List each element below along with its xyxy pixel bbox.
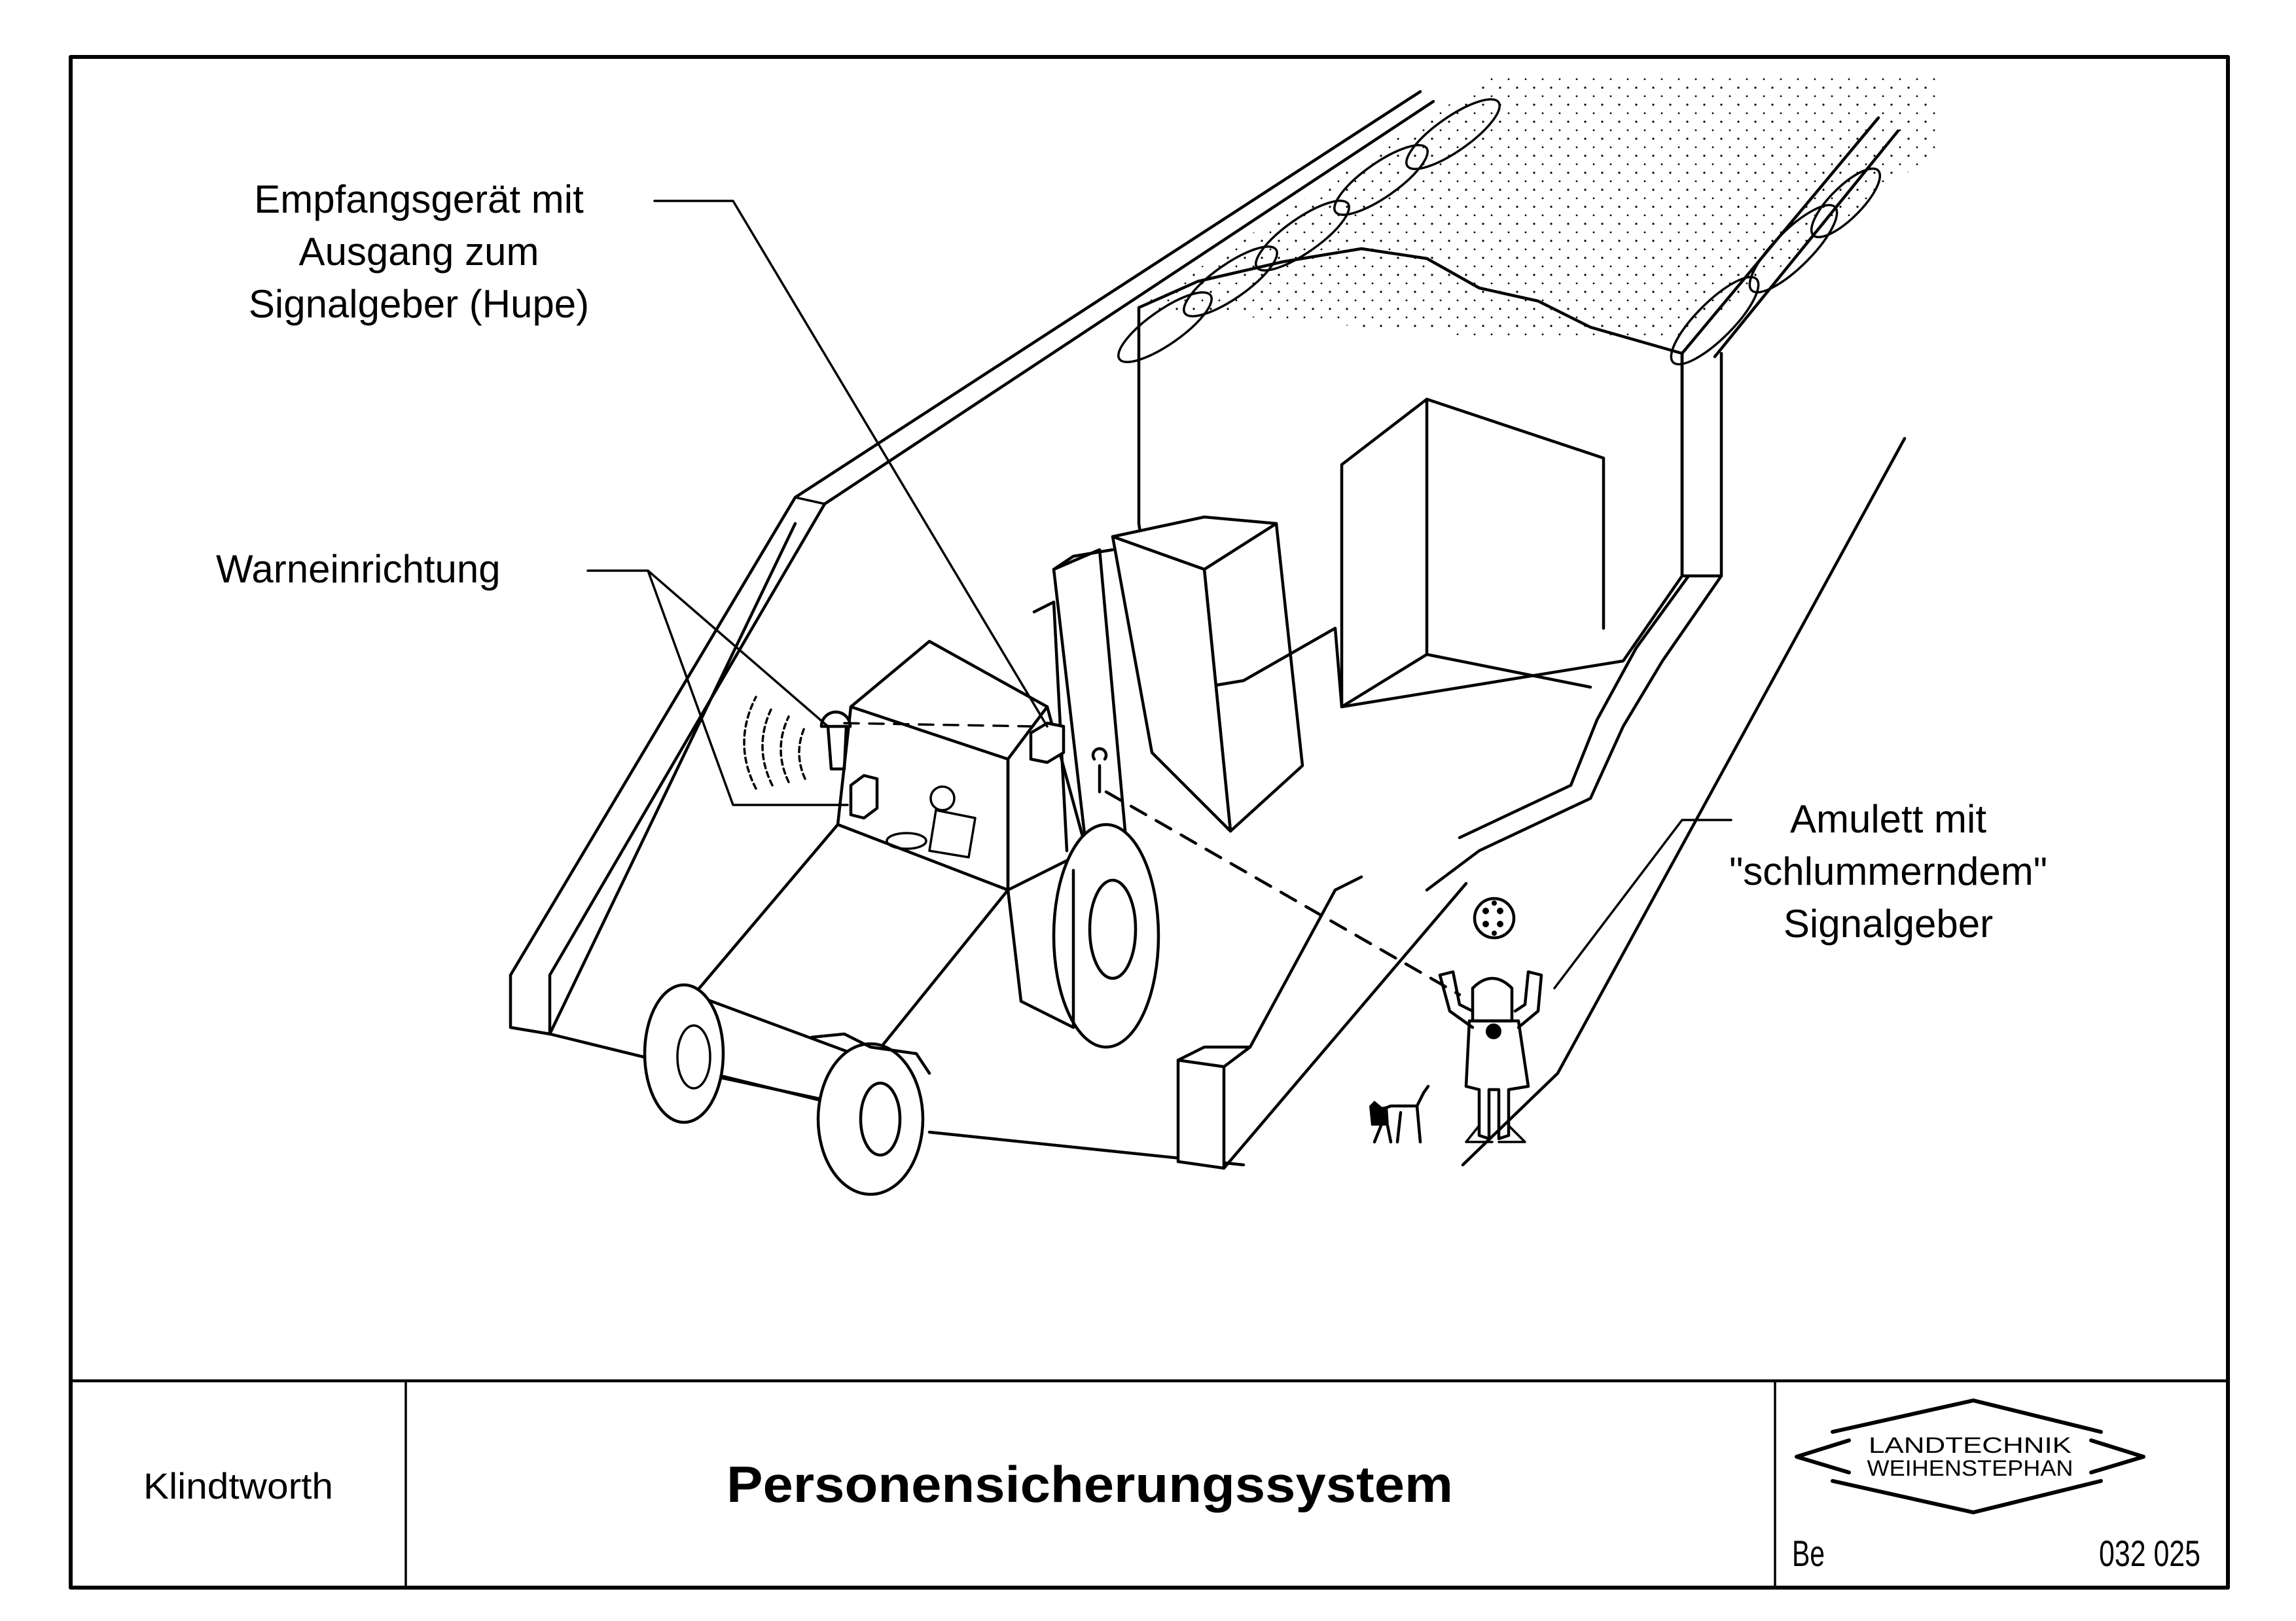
tractor [643,515,1462,1196]
callout-amulet-line-1: Amulett mit [1790,797,1986,841]
callout-amulet: Amulett mit "schlummerndem" Signalgeber [1553,797,2047,989]
leader-line-receiver [653,200,1049,728]
callout-receiver-line-3: Signalgeber (Hupe) [249,282,589,326]
silage-face [1137,247,1684,709]
drawing-title: Personensicherungssystem [726,1455,1453,1513]
drawing-number: 032 025 [2099,1533,2200,1574]
logo-line-2: WEIHENSTEPHAN [1867,1456,2073,1481]
engine-hood [692,823,1010,1062]
drawer-code: Be [1792,1533,1825,1574]
cat [1369,1084,1430,1144]
person-with-amulet [1438,970,1543,1143]
antenna [1091,747,1108,794]
front-wheel-right [816,1042,925,1196]
silage-surface [1139,72,1937,340]
right-curb [1176,875,1468,1170]
receiver-box-left [849,774,879,820]
signal-dashed-line [1104,790,1462,997]
title-block: Klindtworth Personensicherungssystem LAN… [69,1379,2230,1589]
author-name: Klindtworth [143,1465,333,1506]
leader-line-amulet [1553,819,1732,989]
driver [886,785,977,859]
callout-amulet-line-2: "schlummerndem" [1729,849,2047,893]
front-wheel-left [643,983,725,1124]
receiver-box-right [1029,721,1066,764]
callout-warning-label: Warneinrichtung [216,547,501,591]
silage-cut-block [1340,397,1605,709]
sound-waves [743,696,806,790]
left-silo-wall [509,90,1501,1036]
callout-receiver-line-2: Ausgang zum [299,230,539,274]
amulet-enlarged-icon [1473,897,1516,940]
amulet [1486,1024,1501,1039]
callout-receiver-line-1: Empfangsgerät mit [254,177,584,221]
illustration [509,72,1937,1196]
drawing-frame [69,55,2230,1590]
warning-beacon [819,710,852,771]
cabin [849,639,1049,761]
callout-amulet-line-3: Signalgeber [1784,902,1993,946]
landtechnik-logo: LANDTECHNIK WEIHENSTEPHAN [1795,1398,2145,1514]
rear-wheel [1052,823,1160,1049]
leader-line-warning [586,569,849,806]
logo-line-1: LANDTECHNIK [1869,1433,2072,1458]
callout-warning: Warneinrichtung [216,547,849,806]
callout-receiver: Empfangsgerät mit Ausgang zum Signalgebe… [249,177,1049,728]
